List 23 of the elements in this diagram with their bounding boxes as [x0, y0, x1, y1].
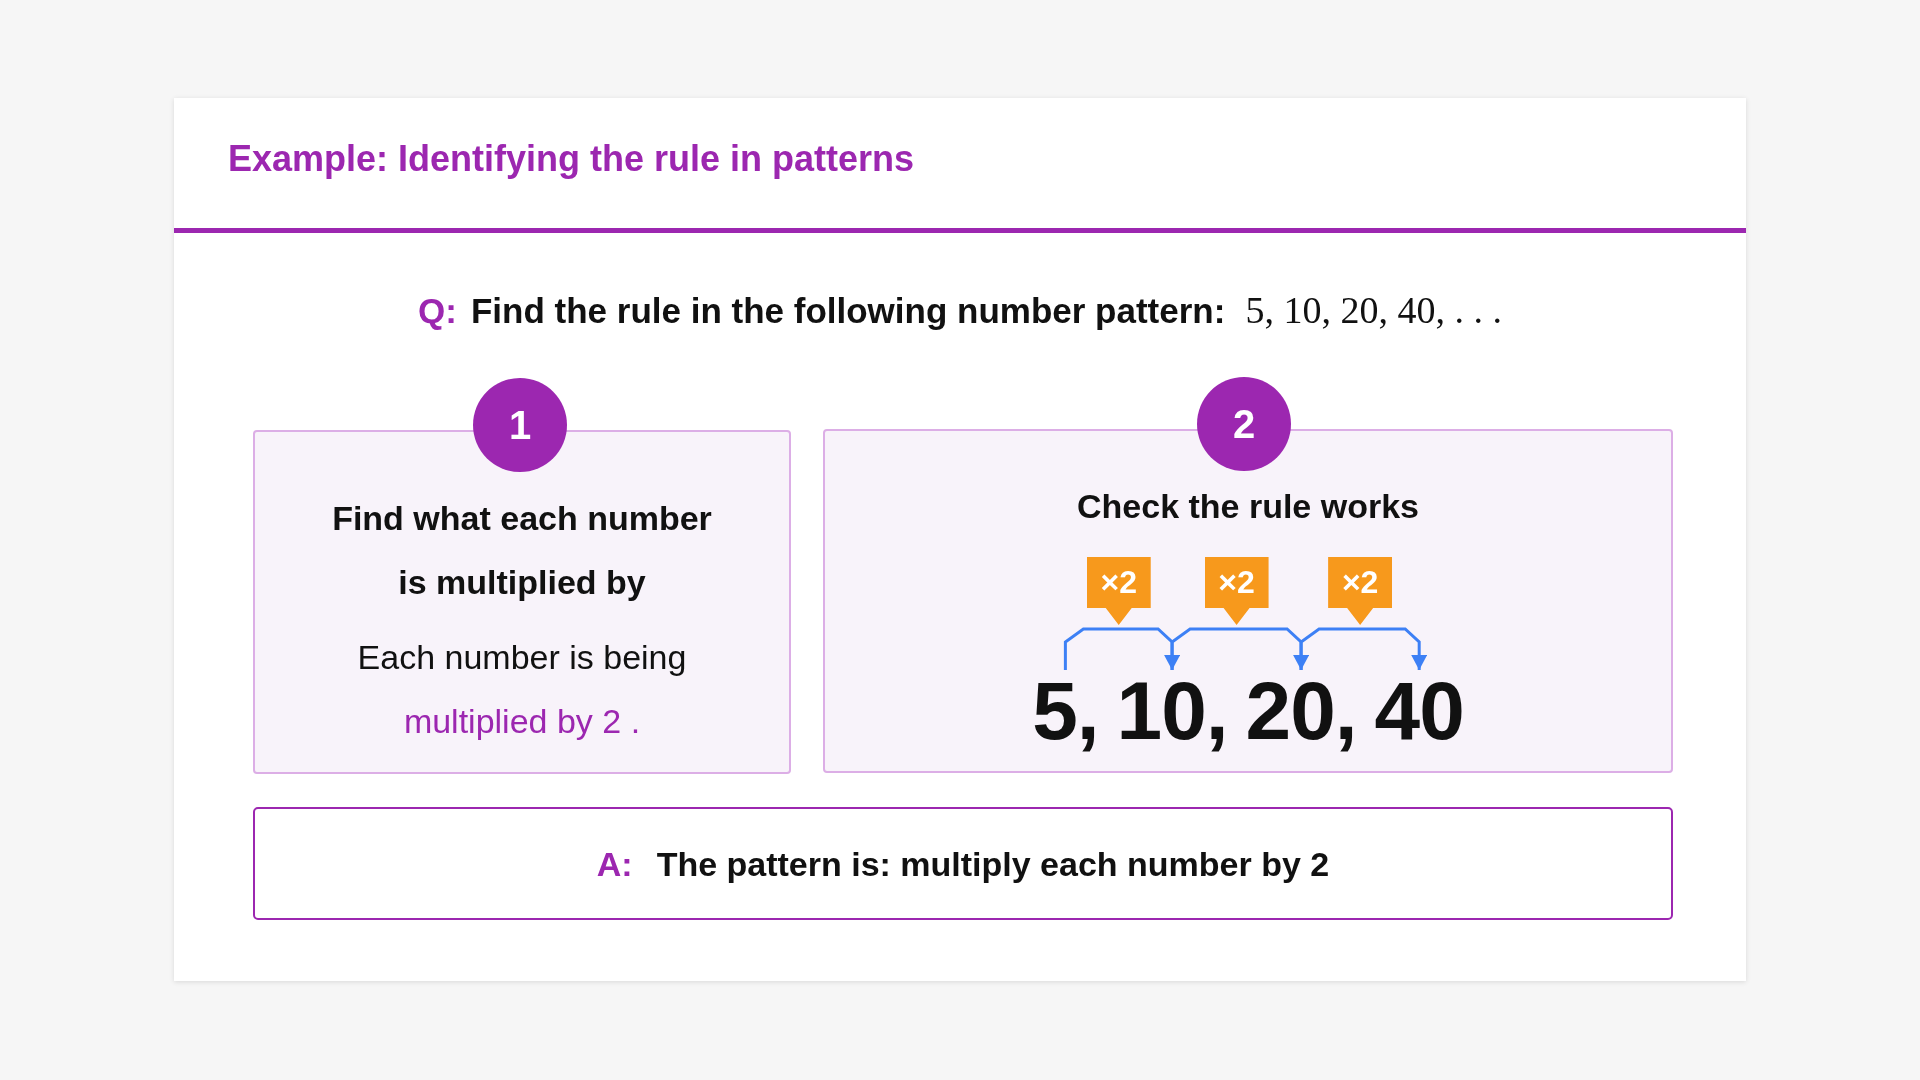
sequence-number: 5, [1032, 670, 1099, 752]
step-description: Each number is being [357, 637, 687, 678]
question-label: Q: [418, 290, 457, 332]
answer-label: A: [596, 843, 633, 885]
sequence-number: 20, [1245, 670, 1357, 752]
sequence-number: 40 [1374, 670, 1464, 752]
math-sequence: 5, 10, 20, 40, . . . [1245, 288, 1502, 333]
sequence-number: 10, [1116, 670, 1228, 752]
highlighted-result: multiplied by 2 . [403, 701, 641, 742]
multiplier-tag: ×2 [1204, 557, 1269, 625]
step-heading: Find what each number is multiplied by [331, 498, 713, 603]
step-number-badge: 2 [1197, 377, 1291, 471]
bracket-arrow [1299, 627, 1428, 670]
question-text: Find the rule in the following number pattern: [471, 290, 1226, 332]
multiplier-tag: ×2 [1086, 557, 1151, 625]
multiplier-tag: ×2 [1328, 557, 1393, 625]
page-title: Example: Identifying the rule in patterns [228, 137, 915, 181]
bracket-arrow [1170, 627, 1310, 670]
bracket-arrow [1063, 627, 1181, 670]
step-heading: Check the rule works [1077, 486, 1419, 526]
answer-text: The pattern is: multiply each number by 2 [656, 843, 1330, 885]
step-number-badge: 1 [473, 378, 567, 472]
answer-panel [253, 807, 1673, 920]
